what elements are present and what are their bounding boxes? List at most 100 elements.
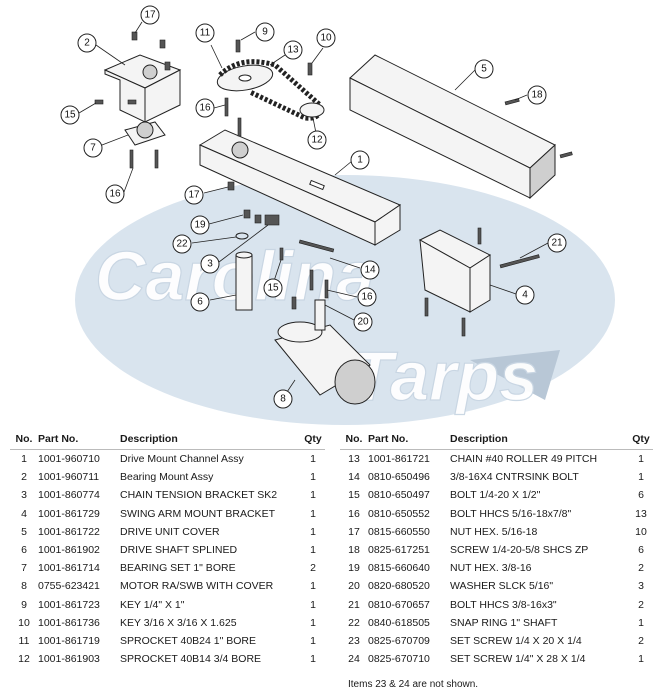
callout-6: 6: [190, 292, 210, 312]
item-number: 1: [21, 453, 27, 466]
table-header: No. Part No. Description Qty: [340, 432, 653, 450]
part-number: 0810-650496: [368, 471, 430, 484]
item-number: 2: [21, 471, 27, 484]
part-number: 1001-861723: [38, 598, 100, 611]
item-number: 15: [348, 489, 360, 502]
quantity: 1: [310, 598, 316, 611]
col-qty: Qty: [301, 432, 325, 450]
quantity: 1: [638, 653, 644, 666]
leader-lines: [78, 21, 549, 399]
item-number: 11: [18, 634, 30, 647]
callout-2: 2: [77, 33, 97, 53]
col-part: Part No.: [38, 432, 120, 450]
svg-text:15: 15: [267, 283, 279, 294]
svg-text:11: 11: [200, 28, 211, 39]
svg-text:12: 12: [311, 135, 323, 146]
hardware: [94, 31, 573, 337]
drive-unit-cover: [349, 54, 556, 200]
svg-text:18: 18: [531, 90, 543, 101]
part-number: 0820-680520: [368, 580, 430, 593]
callout-10: 10: [316, 28, 336, 48]
svg-text:13: 13: [287, 45, 299, 56]
callout-21: 21: [547, 233, 567, 253]
description: SCREW 1/4-20-5/8 SHCS ZP: [450, 544, 589, 557]
description: BOLT 1/4-20 X 1/2": [450, 489, 541, 502]
svg-text:16: 16: [361, 292, 373, 303]
description: CHAIN TENSION BRACKET SK2: [120, 489, 278, 502]
callouts: 17 2 15 7 16 11 9 13 10 5 18 12 1 17 19 …: [60, 5, 567, 409]
quantity: 1: [638, 471, 644, 484]
svg-text:17: 17: [188, 190, 200, 201]
part-number: 1001-960710: [38, 453, 100, 466]
part-number: 1001-960711: [38, 471, 100, 484]
quantity: 2: [638, 562, 644, 575]
svg-text:8: 8: [280, 394, 286, 405]
drive-mount-channel: [198, 129, 402, 246]
svg-text:5: 5: [481, 64, 487, 75]
quantity: 1: [310, 544, 316, 557]
callout-18: 18: [527, 85, 547, 105]
quantity: 2: [310, 562, 316, 575]
quantity: 2: [638, 598, 644, 611]
description: SET SCREW 1/4 X 20 X 1/4: [450, 634, 582, 647]
item-number: 23: [348, 634, 360, 647]
svg-text:3: 3: [207, 259, 213, 270]
callout-15b: 15: [263, 278, 283, 298]
description: KEY 1/4" X 1": [120, 598, 185, 611]
bearing-mount-assy: [103, 54, 182, 123]
callout-9: 9: [255, 22, 275, 42]
svg-text:17: 17: [144, 10, 156, 21]
item-number: 16: [348, 507, 360, 520]
quantity: 1: [310, 489, 316, 502]
item-number: 3: [21, 489, 27, 502]
bearing-set: [124, 121, 166, 146]
callout-22: 22: [172, 234, 192, 254]
callout-12: 12: [307, 130, 327, 150]
quantity: 1: [310, 616, 316, 629]
callout-20: 20: [353, 312, 373, 332]
item-number: 13: [348, 453, 360, 466]
col-desc: Description: [120, 432, 301, 450]
svg-text:1: 1: [357, 155, 363, 166]
description: Bearing Mount Assy: [120, 471, 214, 484]
watermark-line2: Tarps: [350, 337, 538, 415]
svg-text:20: 20: [357, 317, 369, 328]
callout-8: 8: [273, 389, 293, 409]
part-number: 0810-670657: [368, 598, 430, 611]
callout-13: 13: [283, 40, 303, 60]
svg-text:7: 7: [90, 143, 96, 154]
description: SWING ARM MOUNT BRACKET: [120, 507, 275, 520]
description: 3/8-16X4 CNTRSINK BOLT: [450, 471, 579, 484]
description: WASHER SLCK 5/16": [450, 580, 554, 593]
part-number: 1001-861902: [38, 544, 100, 557]
quantity: 13: [635, 507, 647, 520]
item-number: 19: [348, 562, 360, 575]
description: BOLT HHCS 3/8-16x3": [450, 598, 557, 611]
sprocket-chain-assembly: [216, 59, 325, 121]
part-number: 0755-623421: [38, 580, 100, 593]
motor: [274, 299, 376, 405]
callout-4: 4: [515, 285, 535, 305]
part-number: 0840-618505: [368, 616, 430, 629]
callout-17b: 17: [184, 185, 204, 205]
description: NUT HEX. 3/8-16: [450, 562, 532, 575]
callout-3: 3: [200, 254, 220, 274]
callout-11: 11: [195, 23, 215, 43]
item-number: 7: [21, 562, 27, 575]
callout-17: 17: [140, 5, 160, 25]
